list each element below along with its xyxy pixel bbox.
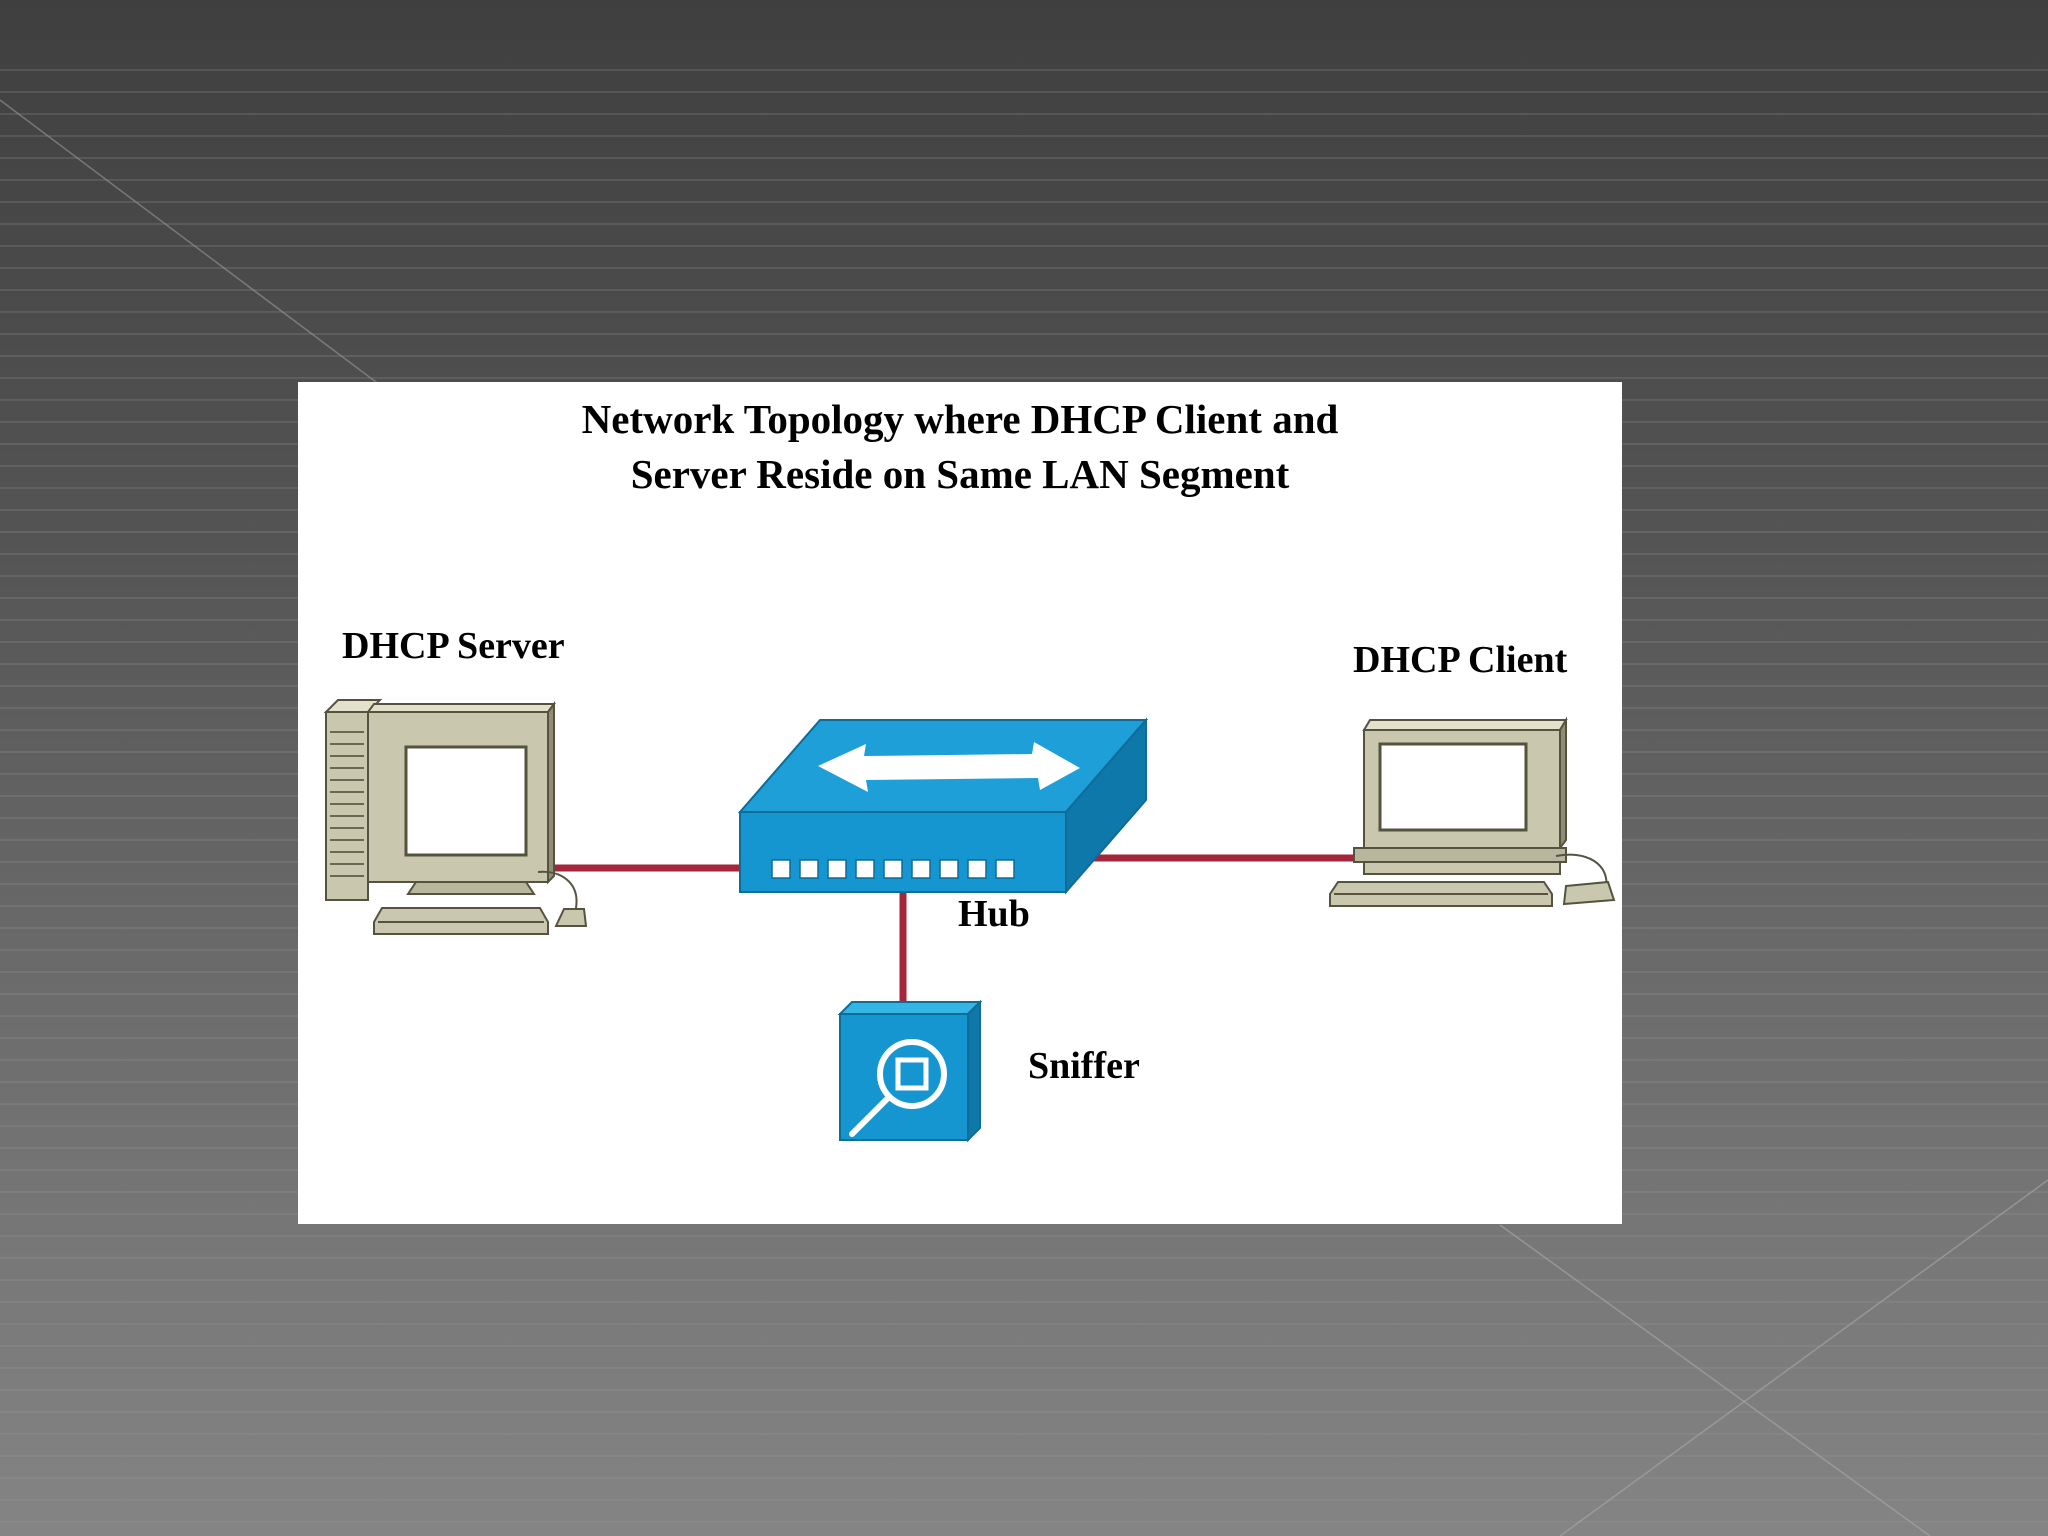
dhcp-server-label: DHCP Server [342,625,565,667]
hub-label: Hub [958,893,1030,935]
sniffer-label: Sniffer [1028,1045,1140,1087]
diagram-title-line-2: Server Reside on Same LAN Segment [630,451,1290,497]
dhcp-client-label: DHCP Client [1353,639,1568,681]
network-topology-diagram [323,699,1616,1143]
sniffer-device-icon [837,999,983,1143]
bidirectional-arrow-icon [818,742,1080,792]
diagram-title: Network Topology where DHCP Client and S… [298,392,1622,502]
server-computer-icon [323,699,588,935]
hub-ports [771,859,1015,879]
magnifier-icon [849,1039,947,1137]
client-computer-icon [1329,716,1616,907]
hub-device-icon [737,717,1149,895]
diagram-title-line-1: Network Topology where DHCP Client and [581,396,1339,442]
diagram-panel: Network Topology where DHCP Client and S… [298,382,1622,1224]
